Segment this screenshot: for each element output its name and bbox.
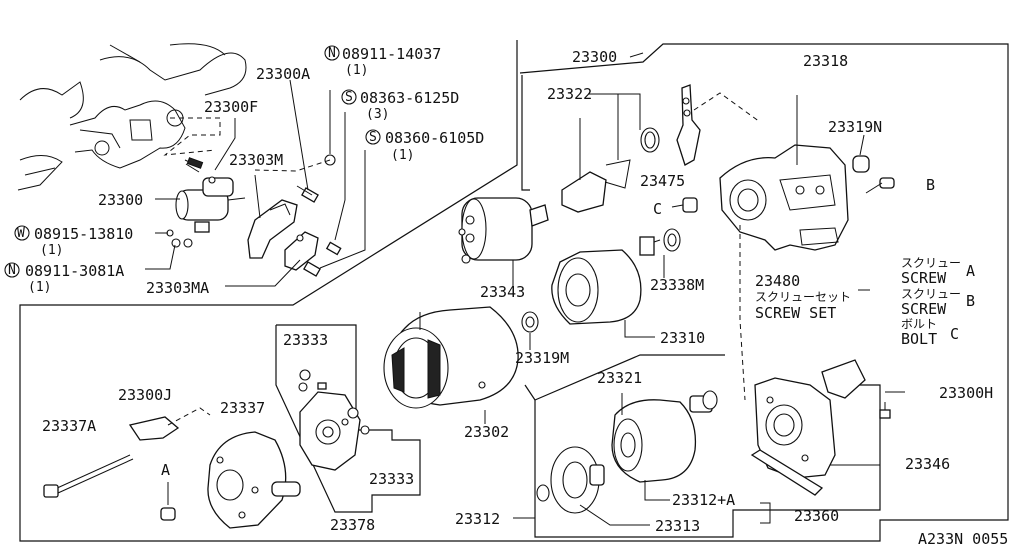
w1-code: 08915-13810 <box>34 225 133 243</box>
screw-b-jp: スクリュー <box>901 287 961 301</box>
shift-lever-23322 <box>561 84 761 213</box>
label-23312: 23312 <box>455 510 500 528</box>
n2-code: 08911-3081A <box>25 262 124 280</box>
bolt-c-letter: C <box>950 325 959 343</box>
part-labels: 23300 23300A 23300F 23303M 23300 23303MA… <box>42 48 993 535</box>
label-23300-box: 23300 <box>572 48 617 66</box>
label-23303MA: 23303MA <box>146 279 209 297</box>
n1-symbol: N <box>328 46 336 61</box>
label-23310: 23310 <box>660 329 705 347</box>
label-23312-a: 23312+A <box>672 491 735 509</box>
label-23300: 23300 <box>98 191 143 209</box>
label-23300J: 23300J <box>118 386 172 404</box>
bolt-c-jp: ボルト <box>901 317 937 331</box>
ref-b: B <box>926 176 935 194</box>
small-fasteners-top <box>166 154 342 277</box>
label-23343: 23343 <box>480 283 525 301</box>
screw-set-title: SCREW SET <box>755 304 836 322</box>
brush-holder-23378 <box>298 369 370 471</box>
s1-code: 08363-6125D <box>360 89 459 107</box>
heat-shield-parts <box>247 199 319 271</box>
s1-qty: (3) <box>366 107 389 122</box>
s2-symbol: S <box>369 130 377 145</box>
bolt-c <box>671 197 698 213</box>
label-23480: 23480 <box>755 272 800 290</box>
n2-qty: (1) <box>28 280 51 295</box>
w1-qty: (1) <box>40 243 63 258</box>
screw-a-jp: スクリュー <box>901 256 961 270</box>
rear-cover-23337 <box>207 431 301 529</box>
screw-a-letter: A <box>966 262 975 280</box>
armature-23310 <box>521 228 681 333</box>
label-23302: 23302 <box>464 423 509 441</box>
label-23333-bottom: 23333 <box>369 470 414 488</box>
label-23313: 23313 <box>655 517 700 535</box>
label-23333-top: 23333 <box>283 331 328 349</box>
label-23319M: 23319M <box>515 349 569 367</box>
housing-23318 <box>719 144 895 401</box>
screw-b-en: SCREW <box>901 300 947 318</box>
screw-set-legend: スクリューセット SCREW SET スクリュー SCREW A スクリュー S… <box>755 256 975 348</box>
solenoid-23343 <box>458 197 549 264</box>
starter-assembly-small <box>175 157 246 233</box>
fastener-codes: N 08911-14037 (1) S 08363-6125D (3) S 08… <box>4 45 484 295</box>
ref-c: C <box>653 200 662 218</box>
label-23300F: 23300F <box>204 98 258 116</box>
label-23318: 23318 <box>803 52 848 70</box>
label-23338M: 23338M <box>650 276 704 294</box>
s2-code: 08360-6105D <box>385 129 484 147</box>
yoke-23302 <box>383 306 519 409</box>
n1-code: 08911-14037 <box>342 45 441 63</box>
ref-a: A <box>161 461 170 479</box>
label-23303M: 23303M <box>229 151 283 169</box>
through-bolt-23337A <box>43 454 134 498</box>
screw-a-en: SCREW <box>901 269 947 287</box>
label-23319N: 23319N <box>828 118 882 136</box>
bracket-23300J <box>128 407 211 441</box>
reference-letters: B C A <box>161 176 935 479</box>
label-23346: 23346 <box>905 455 950 473</box>
label-23378: 23378 <box>330 516 375 534</box>
label-23300H: 23300H <box>939 384 993 402</box>
label-23337A: 23337A <box>42 417 96 435</box>
label-23475: 23475 <box>640 172 685 190</box>
gear-housing-23346 <box>750 359 891 496</box>
reference-code: A233N 0055 <box>918 530 1008 548</box>
s2-qty: (1) <box>391 148 414 163</box>
w1-symbol: W <box>17 226 25 241</box>
label-23321: 23321 <box>597 369 642 387</box>
label-23300A: 23300A <box>256 65 310 83</box>
frame-lines <box>19 40 1009 542</box>
n1-qty: (1) <box>345 63 368 78</box>
n2-symbol: N <box>8 263 16 278</box>
screw-a <box>160 482 176 521</box>
engine-outline <box>17 43 247 191</box>
s1-symbol: S <box>345 90 353 105</box>
overrunning-clutch-23312 <box>536 390 718 514</box>
leader-lines <box>145 52 905 526</box>
label-23337: 23337 <box>220 399 265 417</box>
label-23322: 23322 <box>547 85 592 103</box>
label-23360: 23360 <box>794 507 839 525</box>
screw-b-letter: B <box>966 292 975 310</box>
bolt-c-en: BOLT <box>901 330 937 348</box>
screw-set-jp-title: スクリューセット <box>755 290 851 304</box>
